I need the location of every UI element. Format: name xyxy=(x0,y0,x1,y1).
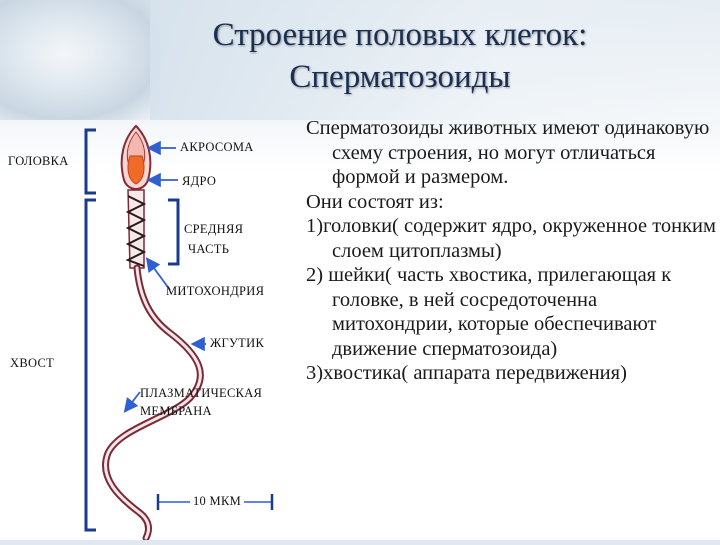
tail-bracket xyxy=(86,200,96,530)
label-nucleus: ЯДРО xyxy=(182,174,216,189)
label-tail: ХВОСТ xyxy=(10,356,54,371)
paragraph-consists: Они состоят из: xyxy=(306,190,716,215)
body-text: Сперматозоиды животных имеют одинаковую … xyxy=(306,116,716,386)
label-membrane-2: МЕМБРАНА xyxy=(140,404,212,419)
paragraph-tail: 3)хвостика( аппарата передвижения) xyxy=(306,361,716,386)
title-line-2: Сперматозоиды xyxy=(150,56,650,98)
label-midpiece-1: СРЕДНЯЯ xyxy=(184,222,243,237)
label-mitochondria: МИТОХОНДРИЯ xyxy=(166,284,264,299)
label-head: ГОЛОВКА xyxy=(8,154,69,169)
label-membrane-1: ПЛАЗМАТИЧЕСКАЯ xyxy=(140,386,262,401)
doctor-photo xyxy=(0,0,160,120)
label-midpiece-2: ЧАСТЬ xyxy=(188,242,229,257)
sperm-illustration xyxy=(0,118,290,540)
paragraph-neck: 2) шейки( часть хвостика, прилегающая к … xyxy=(306,263,716,361)
membrane-arrow xyxy=(126,392,140,410)
paragraph-head: 1)головки( содержит ядро, окруженное тон… xyxy=(306,214,716,263)
flagellum-inner xyxy=(106,268,201,538)
sperm-diagram: ГОЛОВКА АКРОСОМА ЯДРО СРЕДНЯЯ ЧАСТЬ МИТО… xyxy=(0,118,290,540)
head-bracket xyxy=(86,130,96,193)
paragraph-intro: Сперматозоиды животных имеют одинаковую … xyxy=(306,116,716,190)
slide-title: Строение половых клеток: Сперматозоиды xyxy=(150,14,650,98)
title-line-1: Строение половых клеток: xyxy=(150,14,650,56)
label-acrosome: АКРОСОМА xyxy=(180,140,254,155)
midpiece-bracket xyxy=(168,200,178,264)
label-flagellum: ЖГУТИК xyxy=(210,336,264,351)
label-scale: 10 МКМ xyxy=(190,494,244,509)
